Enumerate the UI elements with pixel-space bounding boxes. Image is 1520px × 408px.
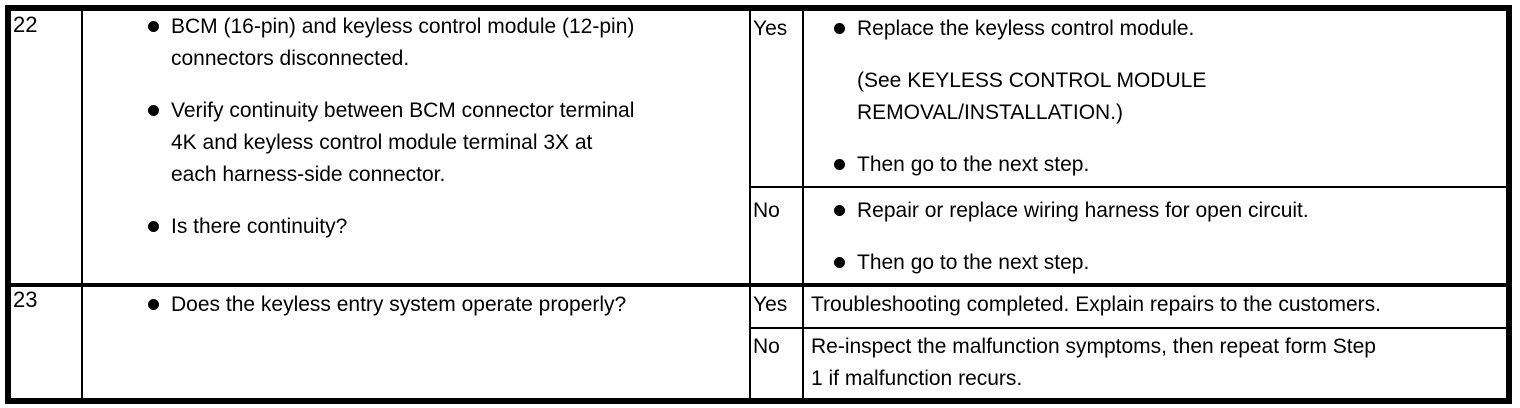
answer-label-yes: Yes [753,17,788,40]
bullet-icon [148,221,159,232]
bullet-content: Replace the keyless control module. (See… [857,13,1206,129]
bullet-icon [148,299,159,310]
answer-label-yes: Yes [753,293,788,316]
bullet-text: Repair or replace wiring harness for ope… [857,199,1309,222]
list-item: BCM (16-pin) and keyless control module … [148,11,748,75]
inspection-cell: Does the keyless entry system operate pr… [148,289,748,321]
step23-answer-row-divider [749,327,1506,329]
bullet-text: BCM (16-pin) and keyless control module … [171,15,635,70]
inspection-cell: BCM (16-pin) and keyless control module … [148,11,748,243]
list-item: Does the keyless entry system operate pr… [148,289,748,321]
column-divider-inspection-answer [749,11,751,398]
list-item: Then go to the next step. [834,149,1494,181]
action-cell-yes: Troubleshooting completed. Explain repai… [811,293,1382,316]
bullet-icon [834,257,845,268]
bullet-text: Is there continuity? [171,215,348,238]
list-item: Repair or replace wiring harness for ope… [834,195,1494,227]
step-number: 22 [13,12,38,37]
bullet-icon [834,205,845,216]
action-cell-no: Re-inspect the malfunction symptoms, the… [811,335,1376,390]
answer-label-no: No [753,199,780,222]
column-divider-step-inspection [81,11,83,398]
answer-label-no: No [753,335,780,358]
step22-answer-row-divider [749,186,1506,188]
list-item: Then go to the next step. [834,247,1494,279]
step22-step23-row-divider [11,283,1506,287]
troubleshooting-table: 22 BCM (16-pin) and keyless control modu… [5,5,1512,404]
bullet-text: Then go to the next step. [857,153,1090,176]
bullet-icon [834,23,845,34]
bullet-text: Then go to the next step. [857,251,1090,274]
list-item: Replace the keyless control module. (See… [834,13,1494,129]
column-divider-answer-action [802,11,804,398]
bullet-icon [834,159,845,170]
step-number: 23 [13,287,38,312]
action-cell-no: Repair or replace wiring harness for ope… [834,195,1494,279]
bullet-icon [148,105,159,116]
bullet-note: (See KEYLESS CONTROL MODULE REMOVAL/INST… [857,69,1207,124]
action-cell-yes: Replace the keyless control module. (See… [834,13,1494,181]
bullet-text: Verify continuity between BCM connector … [171,99,635,186]
bullet-text: Replace the keyless control module. [857,17,1195,40]
bullet-text: Does the keyless entry system operate pr… [171,293,627,316]
list-item: Verify continuity between BCM connector … [148,95,748,191]
list-item: Is there continuity? [148,211,748,243]
bullet-icon [148,21,159,32]
